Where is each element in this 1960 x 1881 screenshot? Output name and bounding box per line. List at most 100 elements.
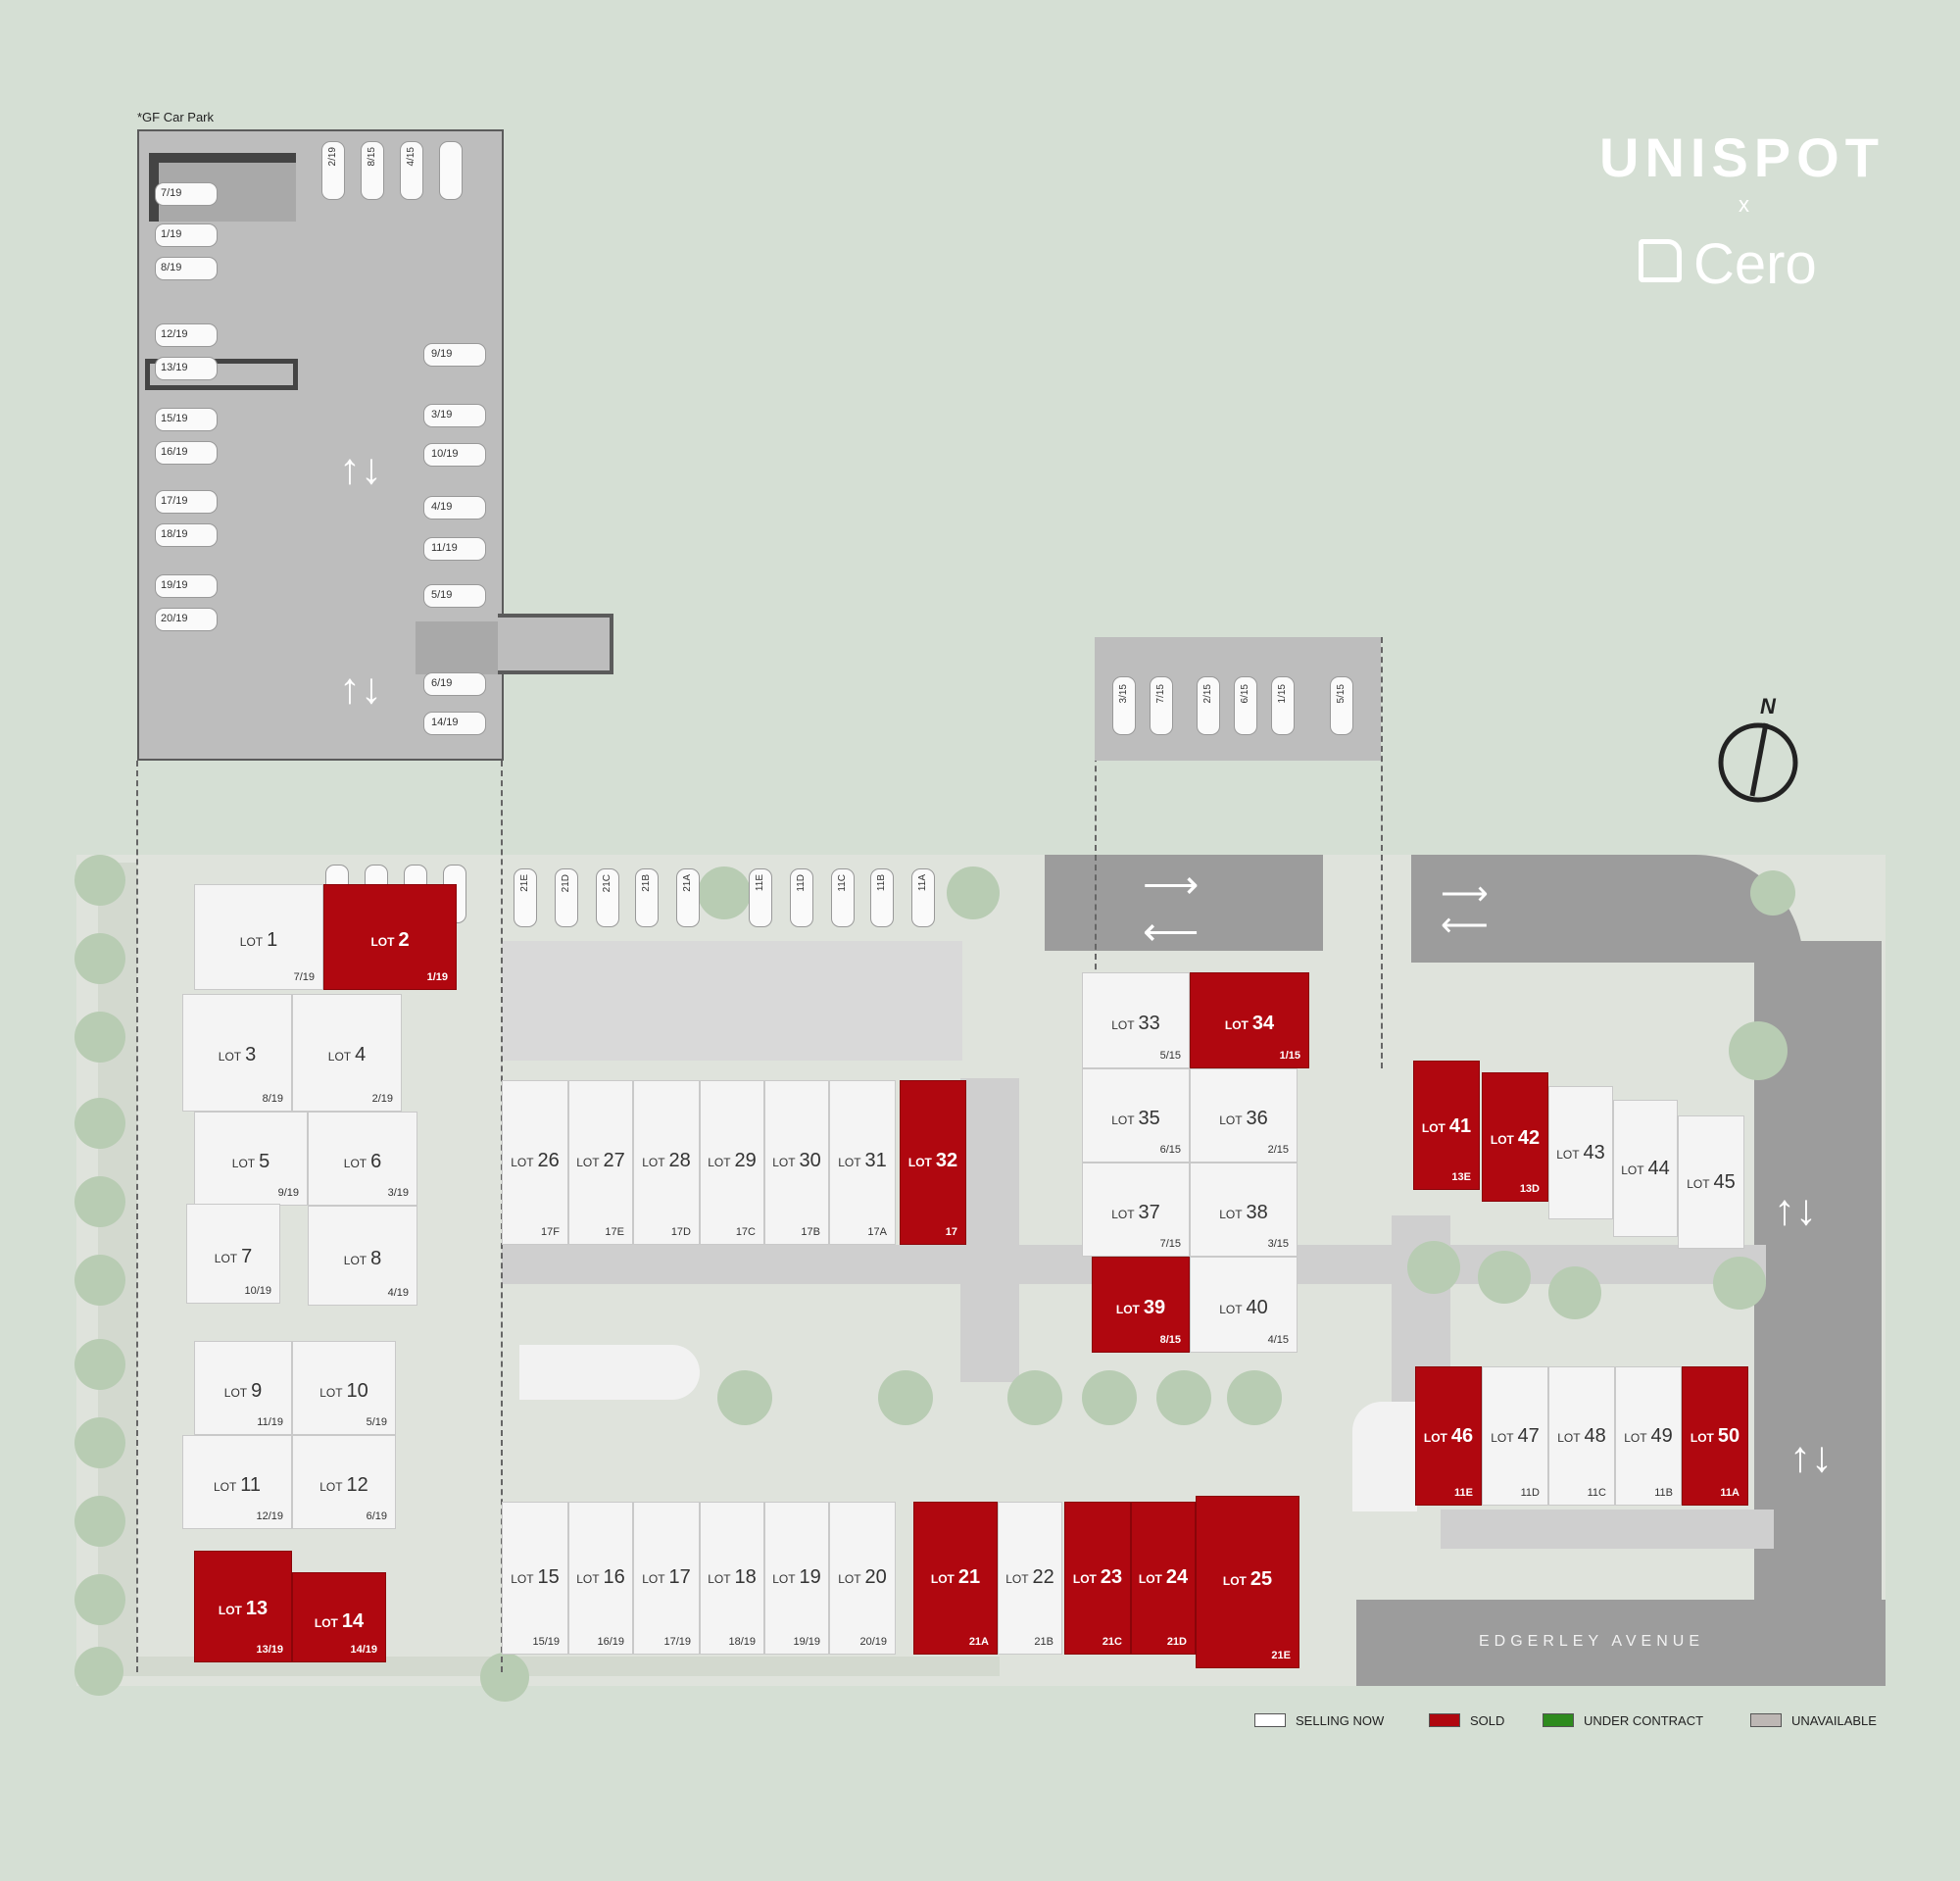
lot-code: 2/19 xyxy=(371,1093,393,1105)
parking-car-icon xyxy=(1330,676,1353,735)
parking-car-icon xyxy=(514,868,537,927)
lot-word: LOT xyxy=(907,1155,932,1169)
lot-number-value: 35 xyxy=(1138,1108,1160,1130)
parking-car-icon xyxy=(361,141,384,200)
lot-code: 21A xyxy=(968,1636,989,1648)
tree xyxy=(717,1370,772,1425)
parking-car-icon xyxy=(749,868,772,927)
lot-number-value: 43 xyxy=(1583,1142,1605,1164)
lot-code: 17C xyxy=(735,1226,756,1238)
access-road-right xyxy=(1411,855,1803,963)
tree xyxy=(74,1496,125,1547)
upper-park-link-line-left xyxy=(1095,637,1097,1068)
lot-word: LOT xyxy=(1005,1571,1029,1586)
tree xyxy=(74,1098,125,1149)
tree xyxy=(74,1574,125,1625)
lot-number-value: 34 xyxy=(1251,1013,1275,1035)
parking-car-icon xyxy=(423,343,486,367)
lot-word: LOT xyxy=(1624,1430,1647,1445)
parking-bay-label: 9/19 xyxy=(431,348,453,360)
lot-code: 17 xyxy=(945,1226,957,1238)
tree xyxy=(1729,1021,1788,1080)
parking-car-icon xyxy=(423,537,486,561)
carpark-link-line-left xyxy=(136,761,138,1672)
lot-code: 21B xyxy=(1034,1636,1054,1648)
lot-number-value: 30 xyxy=(799,1149,821,1171)
lot-word: LOT xyxy=(772,1571,796,1586)
lot-code: 20/19 xyxy=(859,1636,887,1648)
carpark-core xyxy=(149,153,296,222)
parking-bay-label: 1/15 xyxy=(1277,684,1288,704)
lot-number-value: 44 xyxy=(1647,1157,1670,1179)
lot-word: LOT xyxy=(1421,1120,1446,1135)
lot-number-value: 28 xyxy=(668,1149,691,1171)
lot-word: LOT xyxy=(708,1155,731,1169)
lot-code: 17D xyxy=(670,1226,691,1238)
lot-word: LOT xyxy=(1687,1177,1710,1192)
lot-word: LOT xyxy=(1111,1018,1135,1033)
lot-code: 11C xyxy=(1587,1487,1606,1499)
lot-code: 7/19 xyxy=(293,971,315,983)
water-feature xyxy=(519,1345,700,1400)
